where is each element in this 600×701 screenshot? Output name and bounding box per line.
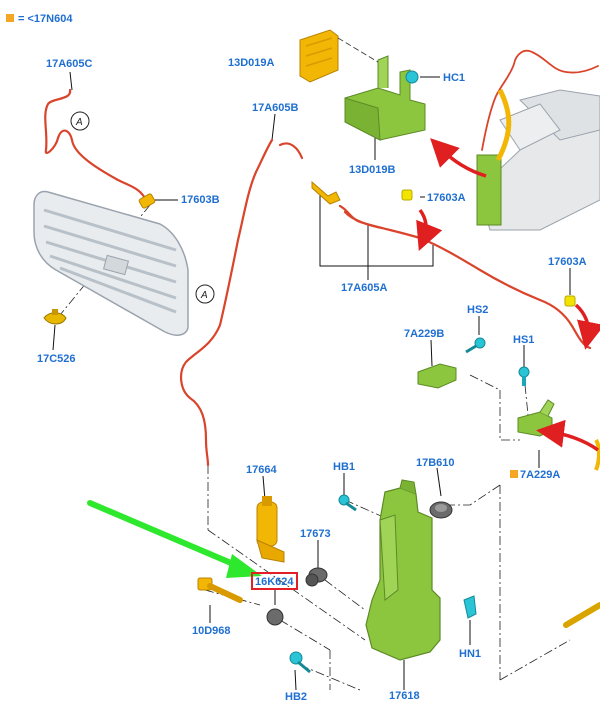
callout-a-lower-letter: A [200,290,208,301]
label-17618[interactable]: 17618 [389,690,420,701]
label-17603A-right[interactable]: 17603A [548,256,587,268]
vehicle-front-structure [476,88,600,231]
screw-HB2 [289,651,311,674]
leader-lines [52,61,571,691]
grille [33,190,189,336]
label-17664[interactable]: 17664 [246,464,277,476]
grommet-17673 [305,567,328,587]
clip-17603B [138,193,156,209]
label-7A229A[interactable]: 7A229A [520,469,560,481]
shield-13D019A [299,29,379,83]
hose-17A605C [44,88,148,202]
label-17A605C[interactable]: 17A605C [46,58,93,70]
label-HS1[interactable]: HS1 [513,334,534,346]
label-HC1[interactable]: HC1 [443,72,465,84]
clip-HN1 [463,595,477,619]
connector-bottom-right-arc [594,438,600,471]
reservoir-17618 [365,479,441,661]
green-arrow [87,500,262,578]
hose-17A605A [338,204,592,350]
label-HB1[interactable]: HB1 [333,461,355,473]
grommet-17B610 [429,501,453,519]
label-13D019B[interactable]: 13D019B [349,164,396,176]
label-17B610[interactable]: 17B610 [416,457,455,469]
bracket-7A229B [417,363,457,389]
label-13D019A[interactable]: 13D019A [228,57,275,69]
label-10D968[interactable]: 10D968 [192,625,231,637]
clip-HC1 [405,70,419,84]
callout-a-upper-letter: A [75,117,83,128]
label-7A229B[interactable]: 7A229B [404,328,444,340]
upper-right-reservoir [476,154,502,226]
label-16K624[interactable]: 16K624 [255,576,294,588]
label-17A605B[interactable]: 17A605B [252,102,299,114]
hose-upper-right [481,49,599,151]
clip-17603A-right [564,295,576,307]
clip-17603A-top [401,189,413,201]
label-HN1[interactable]: HN1 [459,648,481,660]
screw-HB1 [338,494,357,512]
label-17603B[interactable]: 17603B [181,194,220,206]
grommet-16K624 [266,608,284,626]
red-arrows [416,138,600,452]
bracket-7A229A [517,399,555,437]
bracket-13D019B [344,55,426,141]
highlight-box-16K624 [251,572,298,590]
label-17673[interactable]: 17673 [300,528,331,540]
legend-text: = <17N604 [18,13,73,25]
legend-swatch-7A229A [510,470,518,478]
label-17603A-top[interactable]: 17603A [427,192,466,204]
hose-17A605B [180,138,304,467]
label-17C526[interactable]: 17C526 [37,353,76,365]
nozzle-bottom-right [563,602,600,628]
callout-a-lower: A [195,284,215,304]
screw-HS2 [465,337,486,354]
grille-badge-mount [102,254,130,276]
clip-17C526 [43,309,67,325]
legend-swatch [6,14,14,22]
sensor-10D968 [197,577,243,603]
part-labels: 17A605C 13D019A HC1 17A605B 13D019B 1760… [37,57,587,701]
pump-17664 [256,496,285,563]
label-HS2[interactable]: HS2 [467,304,488,316]
nozzle-17603A-mid [311,180,341,205]
callout-a-upper: A [70,111,90,131]
label-HB2[interactable]: HB2 [285,691,307,701]
label-17A605A[interactable]: 17A605A [341,282,388,294]
screw-HS1 [518,366,530,386]
